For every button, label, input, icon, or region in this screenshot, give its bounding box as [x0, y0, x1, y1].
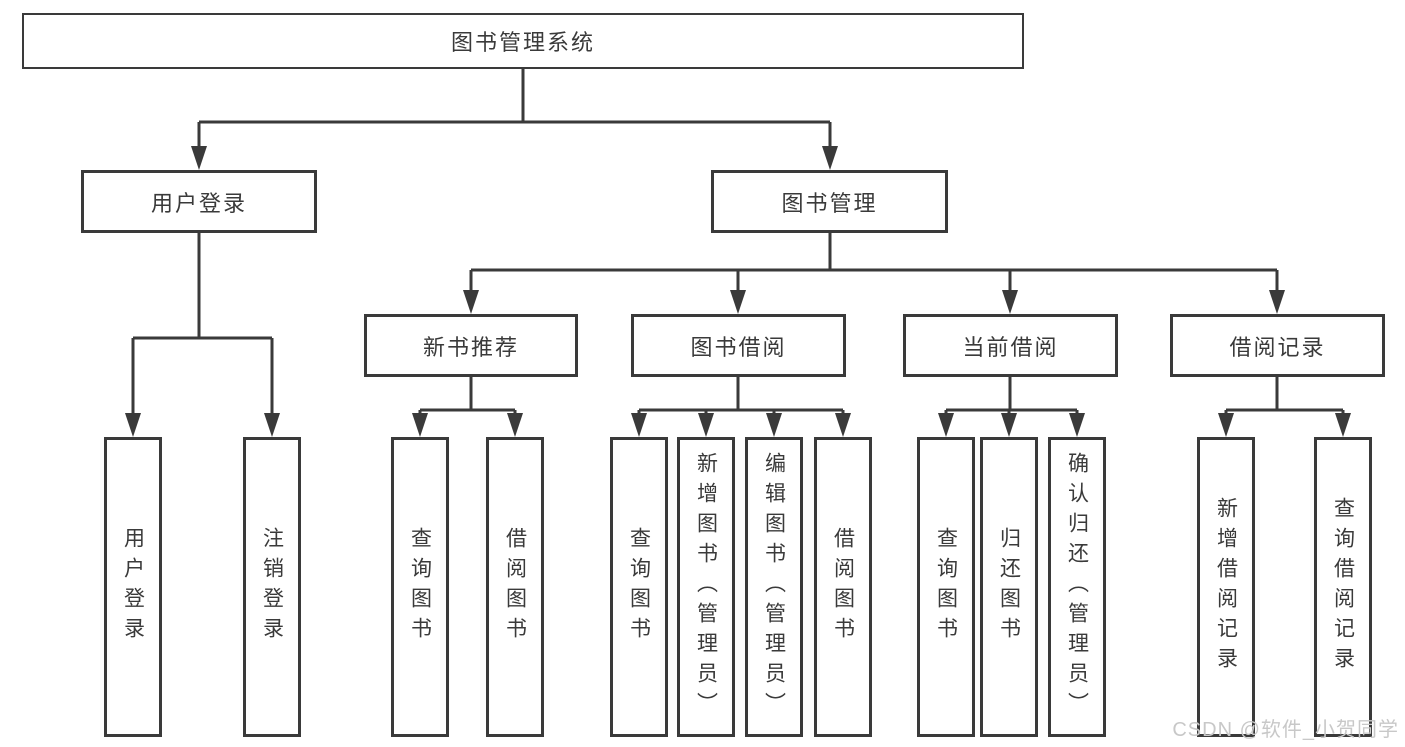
leaf-newrec-borrow-books: 借阅图书	[486, 437, 544, 737]
leaf-label: 注销登录	[260, 527, 284, 647]
leaf-label: 查询借阅记录	[1331, 497, 1355, 677]
leaf-label: 确认归还（管理员）	[1065, 452, 1089, 722]
leaf-borrow-edit-books-admin: 编辑图书（管理员）	[745, 437, 803, 737]
leaf-current-confirm-return-admin: 确认归还（管理员）	[1048, 437, 1106, 737]
leaf-label: 归还图书	[997, 527, 1021, 647]
leaf-label: 查询图书	[627, 527, 651, 647]
node-borrowing-records: 借阅记录	[1170, 314, 1385, 377]
leaf-current-query-books: 查询图书	[917, 437, 975, 737]
node-label: 借阅记录	[1229, 334, 1326, 360]
node-label: 图书管理系统	[450, 30, 595, 55]
leaf-label: 查询图书	[408, 527, 432, 647]
node-library-management-system: 图书管理系统	[22, 13, 1024, 69]
node-user-login: 用户登录	[81, 170, 317, 233]
leaf-logout: 注销登录	[243, 437, 301, 737]
leaf-label: 新增图书（管理员）	[694, 452, 718, 722]
leaf-label: 用户登录	[121, 527, 145, 647]
node-book-management: 图书管理	[711, 170, 948, 233]
leaf-current-return-books: 归还图书	[980, 437, 1038, 737]
leaf-records-add-borrow-record: 新增借阅记录	[1197, 437, 1255, 737]
node-book-borrowing: 图书借阅	[631, 314, 846, 377]
node-new-book-recommendation: 新书推荐	[364, 314, 578, 377]
leaf-newrec-query-books: 查询图书	[391, 437, 449, 737]
leaf-records-query-borrow-record: 查询借阅记录	[1314, 437, 1372, 737]
node-label: 图书借阅	[690, 334, 787, 360]
node-current-borrowing: 当前借阅	[903, 314, 1118, 377]
leaf-label: 借阅图书	[503, 527, 527, 647]
node-label: 当前借阅	[962, 334, 1059, 360]
leaf-label: 新增借阅记录	[1214, 497, 1238, 677]
arrowheads	[125, 146, 1351, 437]
leaf-borrow-query-books: 查询图书	[610, 437, 668, 737]
leaf-user-login: 用户登录	[104, 437, 162, 737]
node-label: 图书管理	[781, 190, 878, 216]
node-label: 用户登录	[150, 190, 247, 216]
leaf-label: 借阅图书	[831, 527, 855, 647]
leaf-borrow-add-books-admin: 新增图书（管理员）	[677, 437, 735, 737]
leaf-label: 编辑图书（管理员）	[762, 452, 786, 722]
leaf-label: 查询图书	[934, 527, 958, 647]
leaf-borrow-borrow-books: 借阅图书	[814, 437, 872, 737]
node-label: 新书推荐	[422, 334, 519, 360]
csdn-watermark: CSDN @软件_小贺同学	[1172, 719, 1399, 741]
